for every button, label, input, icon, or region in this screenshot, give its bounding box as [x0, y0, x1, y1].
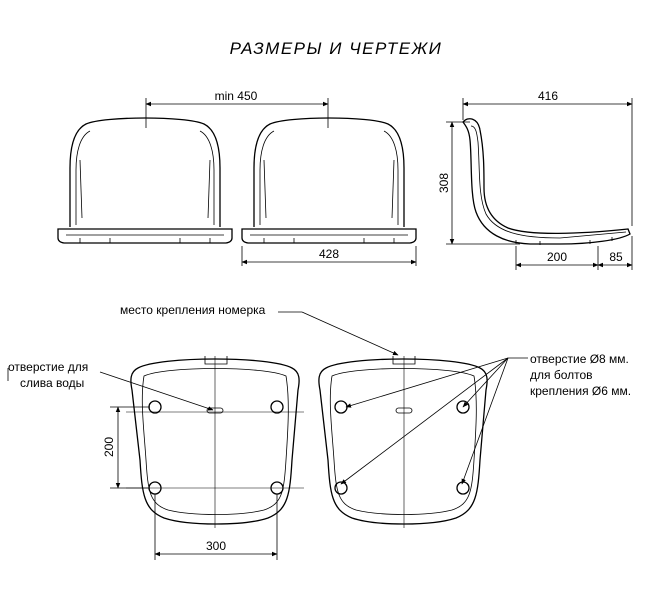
dimension-side-base-label: 200 — [547, 250, 567, 264]
dimension-depth: 416 — [462, 89, 633, 226]
dimension-height: 308 — [437, 121, 520, 245]
dimension-seat-width: 428 — [241, 246, 417, 266]
dimension-depth-label: 416 — [538, 89, 558, 103]
callout-drain: отверстие для слива воды — [7, 360, 214, 411]
callout-drain-label-2: слива воды — [20, 376, 84, 390]
dimension-hole-horizontal: 300 — [154, 494, 278, 560]
callout-holes-label-3: крепления Ø6 мм. — [530, 384, 631, 398]
dimension-hole-vertical-label: 200 — [102, 437, 116, 457]
front-view-seat-right — [241, 117, 417, 244]
callout-holes-label-2: для болтов — [530, 368, 593, 382]
drawing-title: РАЗМЕРЫ И ЧЕРТЕЖИ — [230, 39, 443, 58]
dimension-hole-horizontal-label: 300 — [206, 539, 226, 553]
dimension-side-tip-label: 85 — [609, 250, 623, 264]
callout-number-mount-label: место крепления номерка — [120, 303, 266, 317]
dimension-height-label: 308 — [437, 173, 451, 193]
side-view-seat — [462, 118, 631, 245]
front-view-seat-left — [57, 117, 233, 244]
dimension-min-spacing: min 450 — [145, 89, 329, 128]
callout-drain-label-1: отверстие для — [8, 360, 88, 374]
callout-mount-holes: отверстие Ø8 мм. для болтов крепления Ø6… — [340, 352, 631, 485]
bottom-view-seat-right — [318, 356, 488, 528]
dimension-min-spacing-label: min 450 — [215, 89, 258, 103]
dimension-hole-vertical: 200 — [102, 406, 150, 489]
callout-holes-label-1: отверстие Ø8 мм. — [530, 352, 629, 366]
dimension-side-base: 200 85 — [515, 236, 633, 270]
dimension-seat-width-label: 428 — [319, 247, 339, 261]
callout-number-mount: место крепления номерка — [120, 303, 399, 356]
